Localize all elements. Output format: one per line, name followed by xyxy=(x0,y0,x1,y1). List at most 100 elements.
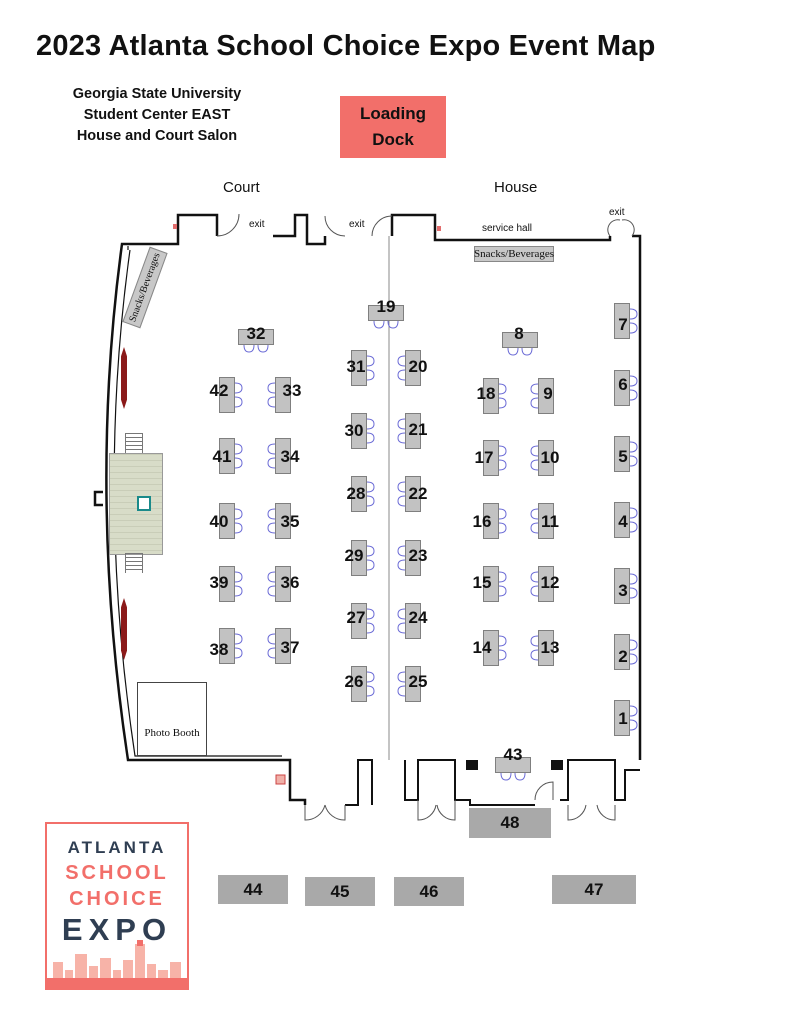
chairs-25 xyxy=(397,671,405,697)
chairs-26 xyxy=(367,671,375,697)
logo-line-1: ATLANTA xyxy=(67,838,167,857)
booth-27-number: 27 xyxy=(346,608,366,627)
booth-table-25 xyxy=(405,666,421,702)
chairs-8 xyxy=(507,348,533,356)
red-drape-lower xyxy=(121,598,127,660)
booth-table-2 xyxy=(614,634,630,670)
chairs-11 xyxy=(530,508,538,534)
booth-16-number: 16 xyxy=(472,512,492,531)
chairs-40 xyxy=(235,508,243,534)
booth-46-number: 46 xyxy=(419,881,439,901)
booth-table-29 xyxy=(351,540,367,576)
booth-1-number: 1 xyxy=(618,709,628,728)
booth-table-22 xyxy=(405,476,421,512)
booth-table-31 xyxy=(351,350,367,386)
booth-table-7 xyxy=(614,303,630,339)
booth-47: 47 xyxy=(552,875,636,904)
booth-table-24 xyxy=(405,603,421,639)
booth-7-number: 7 xyxy=(618,315,628,334)
booth-table-32 xyxy=(238,329,274,345)
chairs-5 xyxy=(630,441,638,467)
chairs-17 xyxy=(499,445,507,471)
speaker-left xyxy=(466,760,478,770)
booth-19-number: 19 xyxy=(376,297,396,316)
venue-line-3: House and Court Salon xyxy=(76,128,238,144)
booth-table-27 xyxy=(351,603,367,639)
chairs-19 xyxy=(373,321,399,329)
booth-table-19 xyxy=(368,305,404,321)
booth-33-number: 33 xyxy=(282,381,302,400)
stage-steps-bottom xyxy=(125,553,143,573)
speaker-right xyxy=(551,760,563,770)
booth-5-number: 5 xyxy=(618,447,628,466)
booth-table-14 xyxy=(483,630,499,666)
booth-47-number: 47 xyxy=(584,879,604,899)
booth-table-42 xyxy=(219,377,235,413)
booth-table-36 xyxy=(275,566,291,602)
booth-25-number: 25 xyxy=(408,672,428,691)
booth-41-number: 41 xyxy=(212,447,232,466)
chairs-21 xyxy=(397,418,405,444)
exit-label-3: exit xyxy=(609,207,625,218)
booth-10-number: 10 xyxy=(540,448,560,467)
booth-18-number: 18 xyxy=(476,384,496,403)
booth-table-35 xyxy=(275,503,291,539)
exit-label-2: exit xyxy=(349,219,365,230)
chairs-4 xyxy=(630,507,638,533)
booth-table-40 xyxy=(219,503,235,539)
photo-booth-label: Photo Booth xyxy=(144,727,200,739)
chairs-34 xyxy=(267,443,275,469)
chairs-31 xyxy=(367,355,375,381)
chairs-39 xyxy=(235,571,243,597)
booth-28-number: 28 xyxy=(346,484,366,503)
loading-dock-line-2: Dock xyxy=(372,130,414,149)
booth-21-number: 21 xyxy=(408,420,428,439)
booth-43-number: 43 xyxy=(503,745,523,764)
logo-line-2: SCHOOL xyxy=(65,862,169,884)
chairs-37 xyxy=(267,633,275,659)
chairs-3 xyxy=(630,573,638,599)
booth-24-number: 24 xyxy=(408,608,428,627)
booth-9-number: 9 xyxy=(543,384,553,403)
court-label: Court xyxy=(223,179,260,196)
booth-table-33 xyxy=(275,377,291,413)
page-title: 2023 Atlanta School Choice Expo Event Ma… xyxy=(36,30,656,62)
booth-table-16 xyxy=(483,503,499,539)
booth-table-39 xyxy=(219,566,235,602)
chairs-15 xyxy=(499,571,507,597)
chairs-9 xyxy=(530,383,538,409)
booth-table-21 xyxy=(405,413,421,449)
skyline-icon xyxy=(47,940,187,988)
photo-booth: Photo Booth xyxy=(137,682,207,756)
booth-table-9 xyxy=(538,378,554,414)
chairs-12 xyxy=(530,571,538,597)
booth-20-number: 20 xyxy=(408,357,428,376)
booth-table-37 xyxy=(275,628,291,664)
chairs-2 xyxy=(630,639,638,665)
booth-table-12 xyxy=(538,566,554,602)
chairs-41 xyxy=(235,443,243,469)
booth-13-number: 13 xyxy=(540,638,560,657)
booth-11-number: 11 xyxy=(541,512,559,531)
booth-12-number: 12 xyxy=(540,573,560,592)
chairs-36 xyxy=(267,571,275,597)
chairs-16 xyxy=(499,508,507,534)
chairs-22 xyxy=(397,481,405,507)
chairs-20 xyxy=(397,355,405,381)
booth-37-number: 37 xyxy=(280,638,300,657)
booth-table-30 xyxy=(351,413,367,449)
booth-table-26 xyxy=(351,666,367,702)
house-label: House xyxy=(494,179,538,196)
booth-34-number: 34 xyxy=(280,447,300,466)
booth-table-23 xyxy=(405,540,421,576)
chairs-13 xyxy=(530,635,538,661)
booth-44-number: 44 xyxy=(243,879,263,899)
booth-42-number: 42 xyxy=(209,381,229,400)
booth-table-13 xyxy=(538,630,554,666)
loading-dock: Loading Dock xyxy=(340,96,446,158)
booth-table-17 xyxy=(483,440,499,476)
booth-23-number: 23 xyxy=(408,546,428,565)
chairs-30 xyxy=(367,418,375,444)
booth-17-number: 17 xyxy=(474,448,494,467)
booth-table-8 xyxy=(502,332,538,348)
